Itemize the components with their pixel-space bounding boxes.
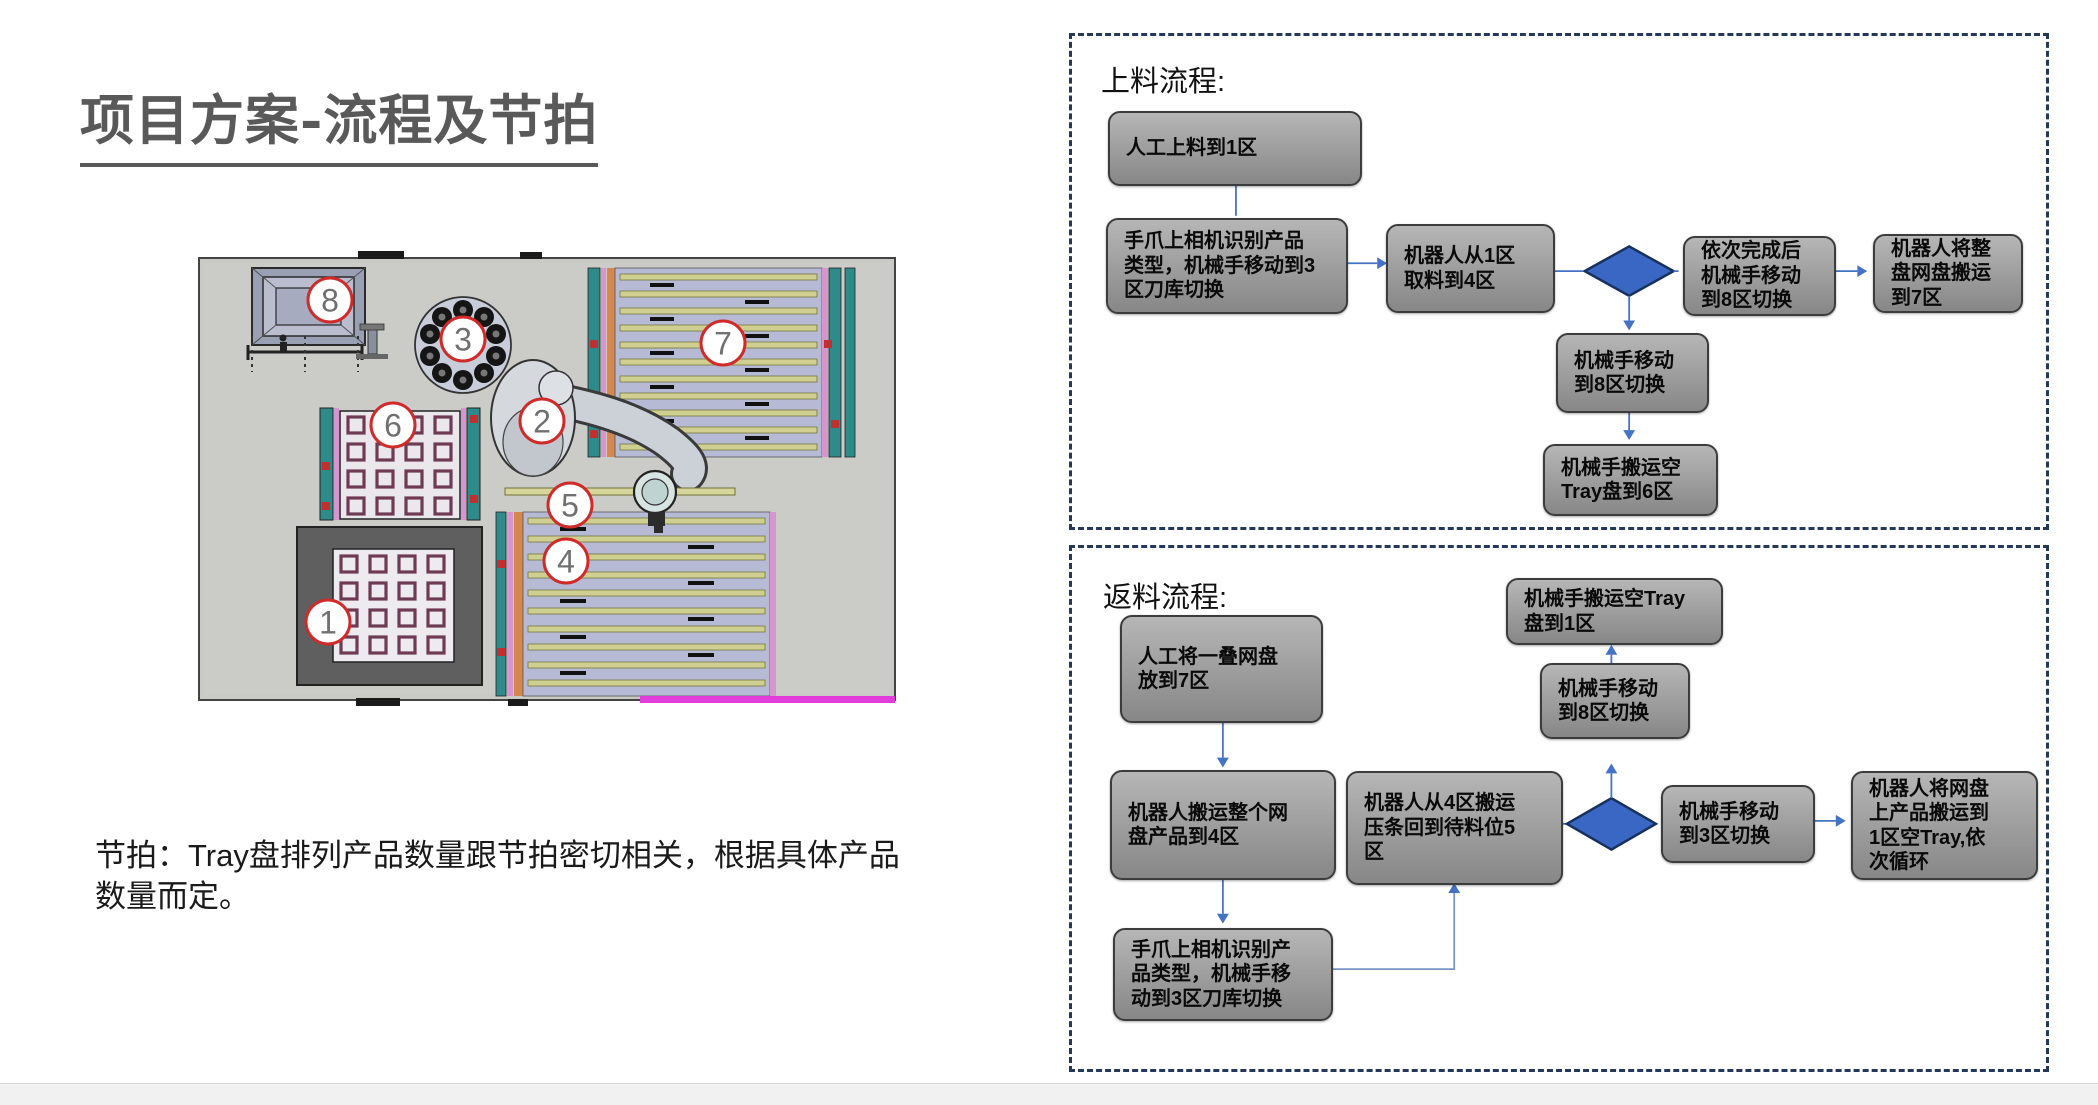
flow-step-label: 机器人从1区 取料到4区 [1404,245,1516,292]
slide-footer-strip [0,1083,2098,1105]
badge-label: 4 [557,544,575,580]
flow-step-label: 机械手搬运空 Tray盘到6区 [1561,456,1681,503]
flow-step-label: 人工将一叠网盘 放到7区 [1138,645,1278,692]
return-flow-panel: 返料流程: 机械手搬运空Tray 盘到1区 机械手移动 到8区切换 人工将一叠网… [1069,545,2049,1072]
loading-flow-title: 上料流程: [1101,66,1226,98]
linear-rail [246,323,388,372]
badge-label: 3 [454,322,472,358]
flow-step-robot-pick: 机器人从1区 取料到4区 [1386,224,1555,313]
loading-flow-connectors [1235,184,1868,441]
flow-step-label: 人工上料到1区 [1126,137,1258,160]
station-1-tray [296,526,483,686]
area-badge-8: 8 [306,276,354,324]
area-badges: 8 3 2 6 5 7 4 [304,276,747,646]
return-flow-connectors [1216,644,1846,971]
return-flow-title: 返料流程: [1103,582,1228,614]
flow-step-move-tray-7: 机器人将整 盘网盘搬运 到7区 [1873,234,2023,313]
area-badge-5: 5 [546,481,594,529]
decision-diamond [1582,245,1677,298]
flow-step-robot-move-tray-4: 机器人搬运整个网 盘产品到4区 [1110,770,1336,880]
flow-step-hand-move-8: 机械手移动 到8区切换 [1540,663,1690,739]
area-badge-4: 4 [542,537,590,585]
badge-label: 2 [533,404,551,440]
decision-diamond [1564,796,1659,851]
flow-step-label: 手爪上相机识别产品 类型，机械手移动到3 区刀库切换 [1124,230,1316,302]
flow-step-label: 机械手移动 到8区切换 [1558,677,1658,724]
flow-step-label: 机器人将整 盘网盘搬运 到7区 [1891,237,1991,309]
cycle-time-note: 节拍：Tray盘排列产品数量跟节拍密切相关，根据具体产品 数量而定。 [95,838,900,914]
badge-label: 8 [321,283,339,319]
flow-step-carry-empty-tray-1: 机械手搬运空Tray 盘到1区 [1506,578,1723,645]
flow-step-camera-identify: 手爪上相机识别产 品类型，机械手移 动到3区刀库切换 [1113,928,1333,1021]
flow-step-label: 机械手搬运空Tray 盘到1区 [1524,588,1686,635]
flow-step-label: 机器人从4区搬运 压条回到待料位5 区 [1364,792,1516,864]
flow-step-label: 机器人搬运整个网 盘产品到4区 [1128,801,1288,848]
page-title: 项目方案-流程及节拍 [80,76,599,167]
flow-step-label: 机械手移动 到8区切换 [1574,349,1674,396]
flow-step-label: 依次完成后 机械手移动 到8区切换 [1701,240,1801,312]
machine-layout-figure: 8 3 2 6 5 7 4 [198,251,896,706]
flow-step-robot-cycle: 机器人将网盘 上产品搬运到 1区空Tray,依 次循环 [1851,771,2038,880]
flow-step-label: 机器人将网盘 上产品搬运到 1区空Tray,依 次循环 [1869,777,1989,873]
flow-step-hand-move-3: 机械手移动 到3区切换 [1661,785,1815,863]
area-badge-1: 1 [304,598,352,646]
badge-label: 6 [384,408,402,444]
station-5-tool-bar [504,487,736,496]
flow-step-manual-place-7: 人工将一叠网盘 放到7区 [1120,615,1323,723]
flow-step-robot-return-strip: 机器人从4区搬运 压条回到待料位5 区 [1346,771,1563,885]
flow-step-after-complete: 依次完成后 机械手移动 到8区切换 [1683,236,1836,316]
area-badge-6: 6 [369,401,417,449]
flow-step-manual-load: 人工上料到1区 [1108,111,1362,186]
loading-flow-panel: 上料流程: 人工上料到1区 手爪上相机识别产品 类型，机械手移动到3 区刀库切换… [1069,33,2049,530]
flow-step-camera-identify: 手爪上相机识别产品 类型，机械手移动到3 区刀库切换 [1106,218,1348,314]
flow-step-hand-move-8: 机械手移动 到8区切换 [1556,333,1709,413]
badge-label: 5 [561,488,579,524]
badge-label: 1 [319,605,337,641]
flow-step-label: 手爪上相机识别产 品类型，机械手移 动到3区刀库切换 [1131,938,1291,1010]
area-badge-7: 7 [699,319,747,367]
area-badge-2: 2 [518,397,566,445]
flow-step-carry-empty-tray-6: 机械手搬运空 Tray盘到6区 [1543,444,1718,516]
area-badge-3: 3 [439,315,487,363]
badge-label: 7 [714,326,732,362]
flow-step-label: 机械手移动 到3区切换 [1679,800,1779,847]
